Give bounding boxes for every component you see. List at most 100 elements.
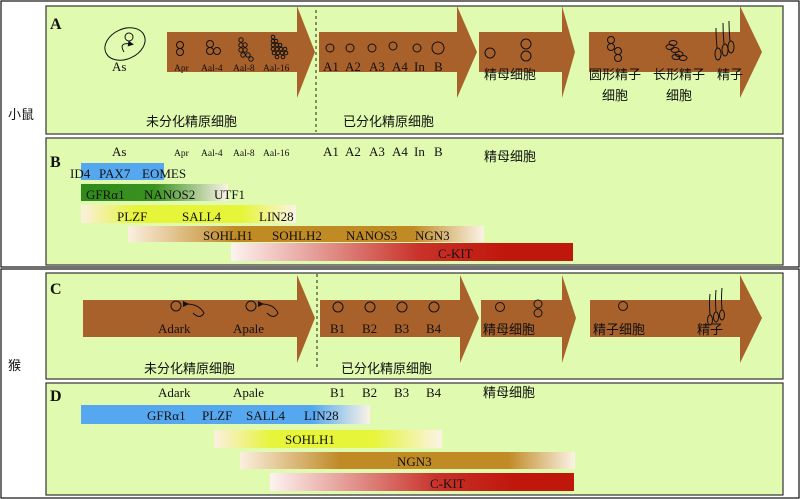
diff-cells-icon — [325, 41, 445, 55]
undiff-label: 未分化精原细胞 — [146, 114, 237, 129]
stage-header: Aal-16 — [263, 149, 290, 159]
marker-label: LIN28 — [304, 408, 339, 423]
panel-d-label: D — [50, 388, 62, 405]
marker-label: NGN3 — [415, 228, 450, 243]
panel-c: C Adark Apale B1 B2 B3 B4 精母细胞 精子细胞 精子 未… — [45, 272, 784, 380]
marker-label: NANOS2 — [144, 187, 195, 202]
round-spermatid-icon — [607, 36, 622, 62]
stage-a3: A3 — [369, 59, 385, 74]
stage-header: Adark — [158, 385, 191, 400]
arrow-spermatocyte — [481, 275, 576, 363]
marker-label: C-KIT — [430, 476, 465, 491]
stage-b4: B4 — [426, 321, 442, 336]
marker-label: EOMES — [142, 166, 186, 181]
stage-header: B1 — [330, 385, 345, 400]
marker-bar-ckit — [231, 243, 573, 261]
arrow-undiff — [83, 275, 315, 363]
panel-a-label: A — [50, 16, 62, 33]
stage-header: 精母细胞 — [484, 149, 536, 164]
marker-label: LIN28 — [259, 209, 294, 224]
stage-header: B3 — [394, 385, 409, 400]
stage-header: B — [434, 144, 443, 159]
marker-bar-sohlh1 — [214, 430, 442, 448]
arrow-spermatid — [590, 275, 762, 363]
species-monkey-label: 猴 — [8, 358, 21, 373]
marker-bar-gfra1 — [81, 184, 228, 201]
stage-b3: B3 — [394, 321, 409, 336]
aal4-cells-icon — [206, 40, 221, 55]
elongated-spermatid-label: 长形精子 — [653, 67, 705, 82]
stage-header: A3 — [369, 144, 385, 159]
stage-in: In — [414, 59, 425, 74]
arrow-spermatocyte — [479, 6, 575, 98]
marker-label: SOHLH1 — [203, 228, 253, 243]
panel-a: A As Apr Aal-4 Aal-8 Aal-16 A1 A2 A3 A4 … — [45, 5, 784, 135]
marker-label: SOHLH1 — [285, 432, 335, 447]
arrow-diff — [320, 275, 479, 363]
marker-label: PLZF — [202, 408, 232, 423]
panel-c-label: C — [50, 281, 62, 298]
marker-bar-ckit — [270, 473, 574, 491]
marker-label: NANOS3 — [346, 228, 397, 243]
stage-header: B2 — [362, 385, 377, 400]
stage-header: A4 — [392, 144, 408, 159]
stage-aal4: Aal-4 — [201, 64, 223, 74]
aal8-cells-icon — [238, 37, 254, 62]
stage-aal16: Aal-16 — [263, 64, 290, 74]
elongated-spermatid-label-2: 细胞 — [666, 88, 692, 103]
spermatocyte-cells-icon — [484, 38, 532, 62]
panel-b: B As Apr Aal-4 Aal-8 Aal-16 A1 A2 A3 A4 … — [45, 137, 784, 266]
mouse-row — [0, 0, 800, 268]
apr-cells-icon — [176, 41, 184, 56]
stage-aal8: Aal-8 — [233, 64, 255, 74]
stage-a2: A2 — [345, 59, 361, 74]
diff-label: 已分化精原细胞 — [341, 361, 432, 376]
spermatid-cell-icon — [618, 301, 628, 311]
marker-bar-ngn3 — [240, 452, 575, 469]
marker-label: SALL4 — [246, 408, 286, 423]
round-spermatid-label: 圆形精子 — [589, 67, 641, 82]
marker-label: GFRα1 — [147, 408, 186, 423]
stage-b: B — [434, 59, 443, 74]
marker-bar-id4 — [81, 163, 164, 180]
spermatocyte-label: 精母细胞 — [483, 322, 535, 337]
marker-label: SALL4 — [182, 209, 222, 224]
round-spermatid-label-2: 细胞 — [602, 88, 628, 103]
panel-b-label: B — [50, 154, 61, 171]
marker-label: SOHLH2 — [272, 228, 322, 243]
stage-adark: Adark — [158, 321, 191, 336]
diff-cells-icon — [332, 301, 440, 313]
panel-d: D Adark Apale B1 B2 B3 B4 精母细胞 GFRα1 PLZ… — [45, 382, 784, 496]
stage-header: Apale — [233, 385, 264, 400]
adark-cell-icon — [170, 300, 205, 317]
marker-label: C-KIT — [438, 246, 473, 261]
stage-header: A1 — [323, 144, 339, 159]
marker-label: GFRα1 — [86, 187, 125, 202]
sperm-icon — [707, 287, 725, 326]
stage-b2: B2 — [362, 321, 377, 336]
undiff-label: 未分化精原细胞 — [144, 361, 235, 376]
spermatocyte-label: 精母细胞 — [484, 67, 536, 82]
stage-b1: B1 — [330, 321, 345, 336]
marker-bar-plzf — [81, 205, 296, 223]
aal16-cells-icon — [270, 34, 289, 60]
stage-a1: A1 — [323, 59, 339, 74]
stage-as: As — [112, 59, 126, 74]
monkey-row — [0, 268, 800, 499]
spermatocyte-cells-icon — [495, 299, 543, 318]
marker-bar-sohlh — [128, 226, 484, 242]
marker-label: UTF1 — [214, 187, 245, 202]
sperm-label: 精子 — [717, 67, 743, 82]
as-cell-icon — [104, 27, 146, 61]
stage-header: Aal-8 — [233, 149, 255, 159]
spermatid-label: 精子细胞 — [593, 322, 645, 337]
sperm-label: 精子 — [697, 322, 723, 337]
stage-a4: A4 — [392, 59, 408, 74]
sperm-icon — [714, 20, 735, 61]
marker-label: NGN3 — [397, 454, 432, 469]
stage-apr: Apr — [174, 64, 190, 74]
marker-label: PAX7 — [99, 166, 131, 181]
stage-header: In — [414, 144, 425, 159]
apale-cell-icon — [245, 300, 279, 317]
